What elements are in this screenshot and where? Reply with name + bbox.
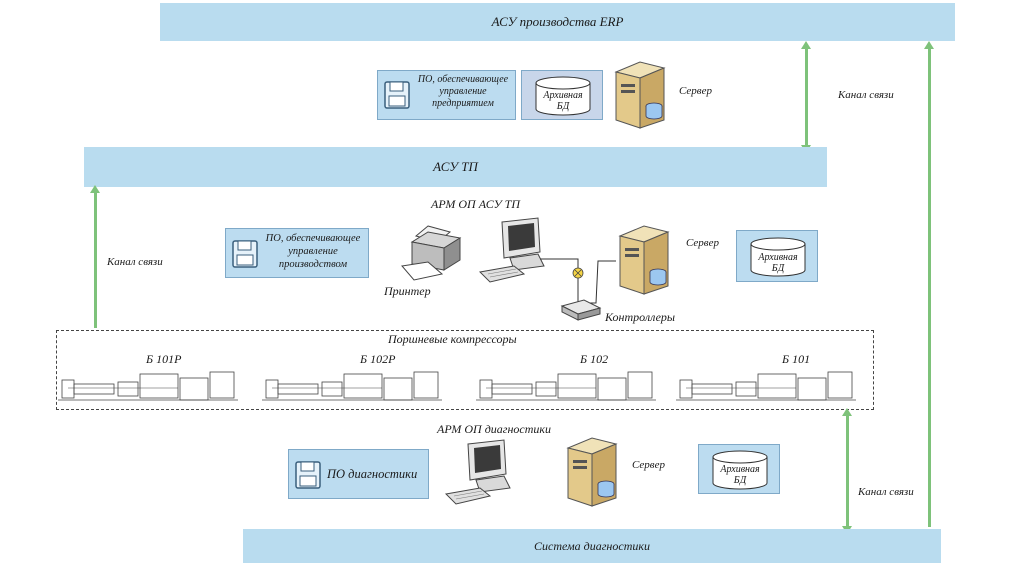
channel-arrow-erp-diag	[924, 41, 934, 527]
erp-band: АСУ производства ERP	[160, 3, 955, 41]
diag-archive-db-label: Архивная БД	[720, 464, 760, 486]
compressors-title: Поршневые компрессоры	[388, 332, 517, 346]
controller-hub-icon	[560, 299, 602, 321]
asutp-band: АСУ ТП	[84, 147, 827, 187]
diag-arm-title: АРМ ОП диагностики	[437, 422, 551, 436]
diag-band-label: Система диагностики	[534, 538, 650, 553]
compressor-icon	[676, 371, 856, 401]
database-icon	[750, 237, 806, 277]
floppy-disk-icon	[295, 461, 321, 489]
compressor-icon	[476, 371, 656, 401]
asutp-band-label: АСУ ТП	[433, 159, 478, 174]
controllers-label: Контроллеры	[605, 310, 676, 324]
compressor-icon	[58, 371, 238, 401]
diag-server-label: Сервер	[632, 459, 665, 471]
erp-archive-db-label: Архивная БД	[543, 90, 583, 112]
database-icon	[712, 450, 768, 490]
printer-label: Принтер	[384, 284, 431, 298]
asutp-software-box: ПО, обеспечивающее управление производст…	[225, 228, 369, 278]
diag-server-icon	[566, 437, 618, 507]
erp-band-label: АСУ производства ERP	[491, 14, 624, 29]
compressor-label-3: Б 102	[580, 352, 609, 366]
erp-software-label: ПО, обеспечивающее управление предприяти…	[417, 74, 509, 109]
channel-arrow-erp-asutp	[801, 41, 811, 153]
erp-server-label: Сервер	[679, 85, 712, 97]
channel-label-left: Канал связи	[107, 256, 163, 268]
diag-software-box: ПО диагностики	[288, 449, 429, 499]
asutp-server-label: Сервер	[686, 237, 719, 249]
compressor-label-2: Б 102Р	[360, 352, 396, 366]
erp-server-icon	[614, 61, 666, 129]
asutp-arm-title: АРМ ОП АСУ ТП	[431, 197, 520, 211]
asutp-archive-db-label: Архивная БД	[758, 252, 798, 274]
floppy-disk-icon	[384, 81, 410, 109]
diag-archive-db-box: Архивная БД	[698, 444, 780, 494]
asutp-server-icon	[618, 225, 670, 295]
compressor-label-4: Б 101	[782, 352, 811, 366]
channel-arrow-compressors-diag	[842, 408, 852, 534]
database-icon	[535, 76, 591, 116]
channel-label-right-top: Канал связи	[838, 89, 894, 101]
compressor-icon	[262, 371, 442, 401]
channel-label-right-bottom: Канал связи	[858, 486, 914, 498]
diag-software-label: ПО диагностики	[327, 467, 418, 481]
printer-icon	[401, 225, 462, 281]
channel-arrow-asutp-compressors	[90, 185, 100, 328]
asutp-archive-db-box: Архивная БД	[736, 230, 818, 282]
workstation-icon	[444, 439, 511, 505]
erp-archive-db-box: Архивная БД	[521, 70, 603, 120]
floppy-disk-icon	[232, 240, 258, 268]
workstation-icon	[478, 217, 545, 283]
diag-band: Система диагностики	[243, 529, 941, 563]
asutp-software-label: ПО, обеспечивающее управление производст…	[265, 233, 361, 270]
compressors-region	[56, 330, 874, 410]
compressor-label-1: Б 101Р	[146, 352, 182, 366]
erp-software-box: ПО, обеспечивающее управление предприяти…	[377, 70, 516, 120]
